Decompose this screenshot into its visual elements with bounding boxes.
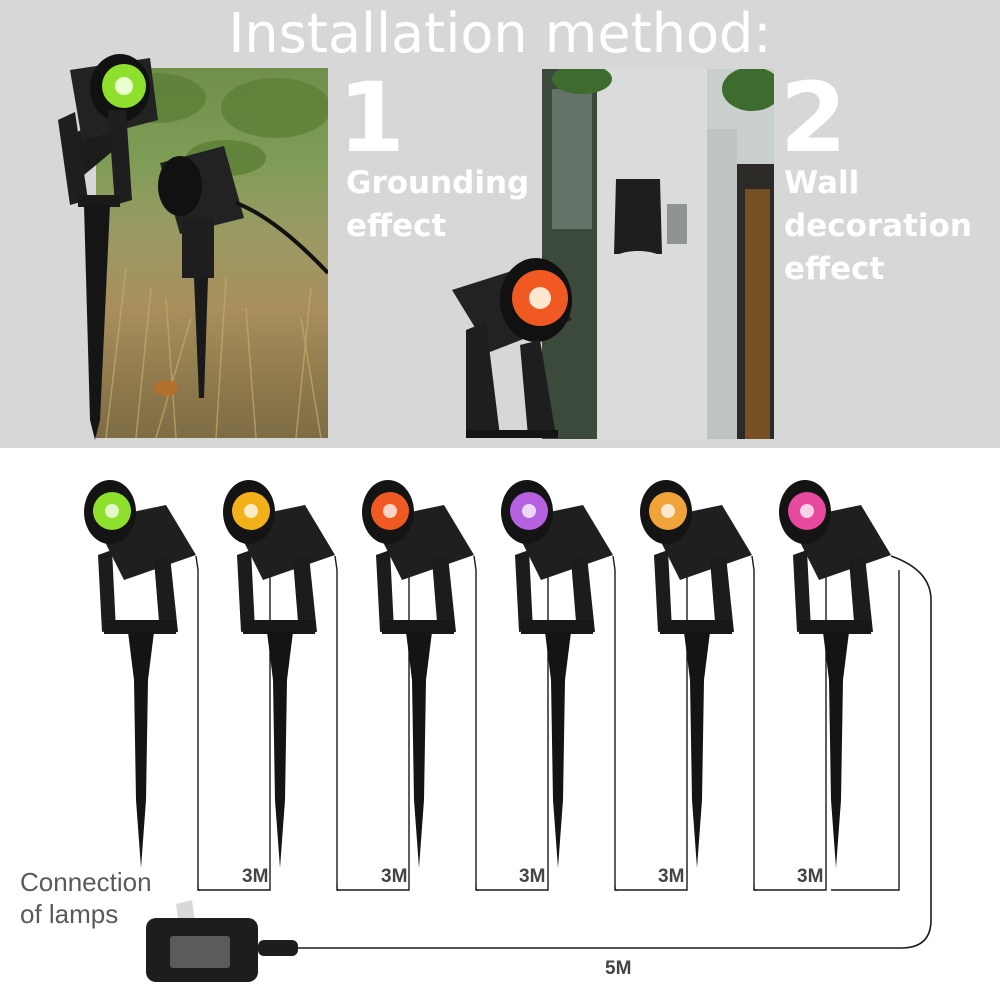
lamp-wire [473,555,549,891]
spotlight-lamp [779,480,891,868]
lamp-base [660,620,732,634]
lamp-led [244,504,258,518]
lamp-led [105,504,119,518]
cable-length-label: 3M [519,866,546,887]
wall-scene [542,69,774,439]
connection-wires [195,555,932,949]
caption-line: effect [346,208,447,244]
lamp-led [383,504,397,518]
spotlight-lamp [501,480,613,868]
lamp-wire [751,555,827,891]
spotlight-lamp [362,480,474,868]
lamp-base [521,620,593,634]
lamp-bracket [376,550,394,632]
lamp-spike [545,632,571,868]
main-cable-length-label: 5M [605,958,632,979]
lamp-group [84,480,891,868]
lamp-led [800,504,814,518]
lamp-wire [336,884,340,892]
lamp-wire [753,884,757,892]
lamp-base [799,620,871,634]
lamp-bracket [515,550,533,632]
cable-length-label: 3M [658,866,685,887]
cable-length-label: 3M [242,866,269,887]
lamp-bracket [154,556,178,634]
lamp-led [661,504,675,518]
lamp-bracket [710,556,734,634]
method-number-1: 1 [338,62,405,174]
wall-mounted-spotlight [614,179,687,267]
spotlight-lamp [84,480,196,868]
lamp-bracket [237,550,255,632]
caption-line: Grounding [346,165,530,201]
product-overlays [58,54,572,440]
method-caption-2: Wall decoration effect [784,162,972,291]
hero-spotlight-green [58,54,158,440]
lamp-bracket [293,556,317,634]
page-title: Installation method: [228,2,772,65]
caption-line: decoration [784,208,972,244]
background-spotlight [158,146,328,398]
lamp-base [104,620,176,634]
lamp-base [243,620,315,634]
lamp-wire [197,884,201,892]
lamp-wire [475,884,479,892]
lamp-wire [831,570,900,891]
connection-label-line: Connection [20,867,152,897]
lamp-bracket [432,556,456,634]
lamp-bracket [793,550,811,632]
method-number-2: 2 [780,62,847,174]
lamp-bracket [849,556,873,634]
lamp-spike [128,632,154,868]
lamp-base [382,620,454,634]
spotlight-lamp [640,480,752,868]
hero-spotlight-orange [452,258,572,438]
lamp-bracket [571,556,595,634]
power-adapter [146,900,298,982]
lamp-spike [823,632,849,868]
wall-photo [542,69,774,439]
lamp-bracket [654,550,672,632]
spotlight-lamp [223,480,335,868]
method-caption-1: Grounding effect [346,162,529,248]
main-cable [298,555,932,949]
lamp-spike [406,632,432,868]
lamp-wire [334,555,410,891]
lamp-spike [267,632,293,868]
lamp-wire [612,555,688,891]
cable-length-label: 3M [797,866,824,887]
lamp-led [522,504,536,518]
connection-label: Connection of lamps [20,866,152,930]
lamp-bracket [98,550,116,632]
lamp-spike [684,632,710,868]
caption-line: Wall [784,165,860,201]
lamp-wire [614,884,618,892]
caption-line: effect [784,251,885,287]
cable-length-label: 3M [381,866,408,887]
connection-label-line: of lamps [20,899,119,929]
lamp-wire [195,555,271,891]
